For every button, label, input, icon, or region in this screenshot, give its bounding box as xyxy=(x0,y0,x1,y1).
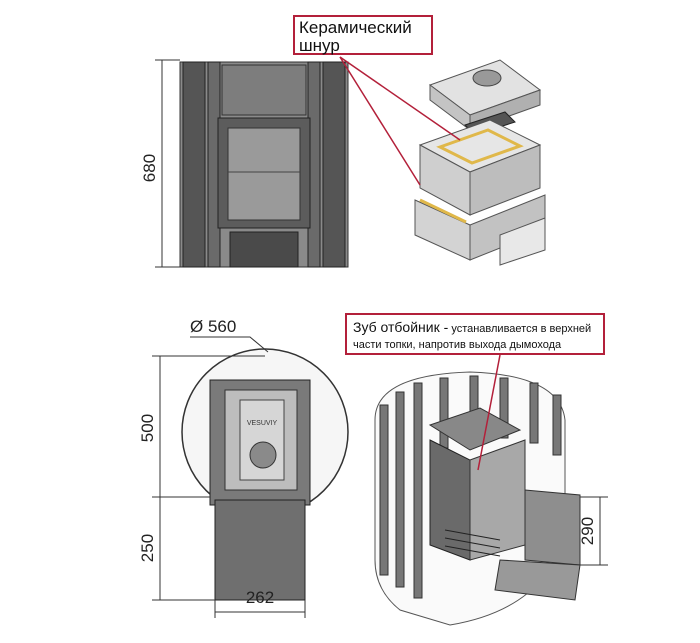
front-bar xyxy=(322,61,346,268)
grille-bar xyxy=(552,394,562,456)
callout-leader-deflector xyxy=(477,354,501,471)
callout-ceramic-cord: Керамический шнур xyxy=(293,15,433,55)
callout-deflector-title: Зуб отбойник - xyxy=(353,319,449,335)
exploded-view xyxy=(414,59,546,266)
tunnel-top xyxy=(214,499,306,601)
dimension-label-680: 680 xyxy=(140,154,159,182)
ash-drawer xyxy=(494,559,581,601)
brand-logo: VESUVIY xyxy=(247,420,278,427)
front-view: 680 xyxy=(140,59,349,268)
callout-leader-cord-1 xyxy=(339,56,421,186)
fire-tunnel xyxy=(524,489,581,566)
middle-section-front xyxy=(469,144,541,216)
stove-top xyxy=(428,407,522,451)
grille-bar xyxy=(439,377,449,449)
ceramic-cord xyxy=(419,198,467,224)
grille-bar xyxy=(529,382,539,444)
firebox-cutaway xyxy=(469,439,526,561)
grate xyxy=(444,529,501,557)
grille-bar xyxy=(499,377,509,439)
callout-leader-cord-2 xyxy=(339,56,461,141)
tunnel-section xyxy=(499,217,546,266)
front-bar xyxy=(182,61,206,268)
grille-bar xyxy=(395,391,405,588)
grate-bar xyxy=(444,529,501,541)
door-glass xyxy=(227,127,301,221)
grate-bar xyxy=(444,537,501,549)
front-top-grille xyxy=(221,64,307,116)
dimension-label-diameter: Ø 560 xyxy=(190,317,236,336)
dimension-label-290: 290 xyxy=(578,517,597,545)
callout-ceramic-cord-line2: шнур xyxy=(299,36,340,55)
callout-deflector-line1: Зуб отбойник - устанавливается в верхней xyxy=(353,319,597,337)
callout-deflector: Зуб отбойник - устанавливается в верхней… xyxy=(345,313,605,355)
ceramic-cord xyxy=(436,128,524,165)
dimension-label-500: 500 xyxy=(138,414,157,442)
grille-bar xyxy=(379,404,389,576)
front-tunnel xyxy=(229,231,299,268)
callout-deflector-text2: части топки, напротив выхода дымохода xyxy=(353,339,562,351)
top-view: VESUVIY 500 250 262 Ø 560 xyxy=(138,317,349,618)
stove-body-side xyxy=(429,439,471,561)
dimension-label-250: 250 xyxy=(138,534,157,562)
grate-bar xyxy=(444,545,501,557)
callout-ceramic-cord-line1: Керамический xyxy=(299,18,412,37)
callout-deflector-text1: устанавливается в верхней xyxy=(448,323,592,335)
chimney-outlet-top xyxy=(249,441,277,469)
grille-bar xyxy=(413,382,423,599)
chimney-outlet xyxy=(472,69,502,87)
diameter-leader xyxy=(190,336,269,353)
grille-bars xyxy=(379,375,562,599)
dimension-label-262: 262 xyxy=(246,588,274,607)
isometric-cutaway: 290 xyxy=(374,371,608,626)
